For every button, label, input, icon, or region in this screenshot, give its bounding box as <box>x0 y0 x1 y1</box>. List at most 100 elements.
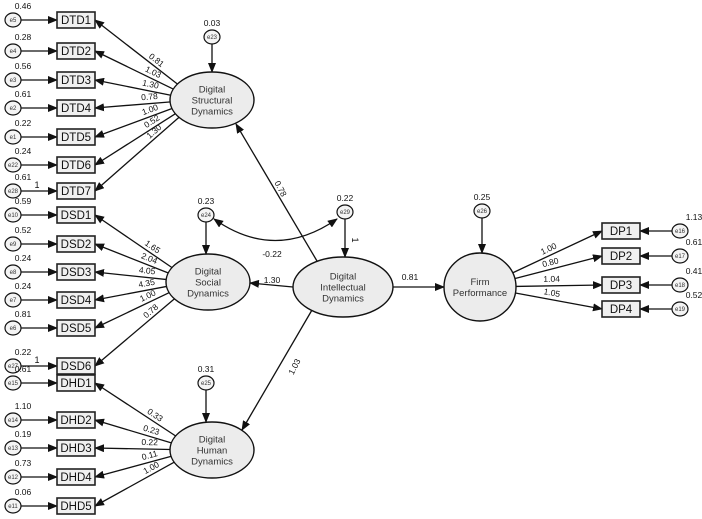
error-label: e23 <box>207 35 218 41</box>
indicator-box <box>56 99 96 117</box>
error-variance: 0.31 <box>198 364 215 374</box>
indicator-label: DHD3 <box>60 443 91 455</box>
error-circle <box>4 412 22 428</box>
error-circle <box>4 375 22 391</box>
indicator-box <box>601 276 641 294</box>
loading-arrow <box>94 19 179 86</box>
error-label: e25 <box>201 381 212 387</box>
fixed-parameter: 1 <box>34 355 39 365</box>
error-label: e1 <box>10 135 17 141</box>
error-label: e19 <box>675 307 686 313</box>
indicator-label: DSD1 <box>61 210 92 222</box>
error-label: e4 <box>10 49 17 55</box>
error-circle <box>4 320 22 336</box>
latent-label: Digital <box>330 272 356 283</box>
fixed-parameter: 1 <box>350 237 360 242</box>
error-circle <box>4 498 22 514</box>
error-circle <box>4 236 22 252</box>
indicator-label: DHD1 <box>60 378 91 390</box>
loading-arrow <box>94 382 177 437</box>
indicator-box <box>56 497 96 515</box>
latent-label: Performance <box>453 288 507 299</box>
error-circle <box>4 207 22 223</box>
indicator-label: DSD2 <box>61 239 92 251</box>
covariance-arc <box>213 218 338 242</box>
error-circle <box>4 157 22 173</box>
error-variance: 0.28 <box>15 32 32 42</box>
error-variance: 0.61 <box>686 237 702 247</box>
error-circle <box>4 43 22 59</box>
error-variance: 0.22 <box>337 193 354 203</box>
error-circle <box>671 277 689 293</box>
latent-dssd <box>165 253 251 311</box>
latent-label: Dynamics <box>187 289 229 300</box>
error-circle <box>671 301 689 317</box>
latent-label: Digital <box>195 267 221 278</box>
error-circle <box>203 29 221 45</box>
indicator-label: DTD5 <box>61 132 91 144</box>
loading-arrow <box>94 297 176 367</box>
loading-arrow <box>94 268 168 281</box>
loading-value: 0.23 <box>142 423 161 437</box>
latent-label: Dynamics <box>191 457 233 468</box>
error-circle <box>4 292 22 308</box>
indicator-box <box>56 291 96 309</box>
error-label: e7 <box>10 298 17 304</box>
loading-value: 1.30 <box>142 78 160 91</box>
error-circle <box>4 183 22 199</box>
indicator-box <box>56 439 96 457</box>
indicator-label: DSD5 <box>61 323 92 335</box>
path-coefficient: 1.30 <box>264 275 281 285</box>
latent-label: Social <box>195 278 221 289</box>
structural-path <box>241 309 313 431</box>
error-label: e28 <box>8 189 19 195</box>
loading-value: 1.05 <box>543 286 561 299</box>
loading-value: 1.00 <box>539 241 558 257</box>
indicator-box <box>56 128 96 146</box>
error-variance: 0.24 <box>15 253 32 263</box>
error-variance: 1.13 <box>686 212 702 222</box>
loading-arrow <box>515 281 603 290</box>
indicator-box <box>601 222 641 240</box>
error-circle <box>671 248 689 264</box>
error-variance: 0.25 <box>474 192 491 202</box>
error-label: e3 <box>10 78 17 84</box>
loading-arrow <box>94 112 177 166</box>
loading-arrow <box>94 77 172 97</box>
loading-value: 4.05 <box>138 265 156 277</box>
loading-value: 0.78 <box>141 91 159 102</box>
indicator-box <box>56 411 96 429</box>
indicator-label: DTD7 <box>61 186 91 198</box>
loading-value: 0.80 <box>541 255 560 269</box>
loading-value: 0.11 <box>141 448 159 462</box>
loading-arrow <box>94 101 171 112</box>
indicator-box <box>601 300 641 318</box>
error-variance: 0.73 <box>15 458 32 468</box>
indicator-label: DSD4 <box>61 295 92 307</box>
loading-arrow <box>94 291 171 329</box>
structural-path <box>235 123 318 262</box>
indicator-label: DTD2 <box>61 46 91 58</box>
error-circle <box>4 12 22 28</box>
loading-arrow <box>94 418 173 444</box>
latent-label: Intellectual <box>320 283 365 294</box>
indicator-box <box>56 71 96 89</box>
error-variance: 0.23 <box>198 196 215 206</box>
loading-value: 0.33 <box>145 406 165 424</box>
indicator-label: DTD1 <box>61 15 91 27</box>
loading-arrow <box>514 254 603 280</box>
indicator-box <box>56 11 96 29</box>
error-label: e24 <box>201 213 212 219</box>
error-label: e11 <box>8 504 18 510</box>
indicator-box <box>56 156 96 174</box>
error-variance: 0.41 <box>686 266 702 276</box>
error-circle <box>336 204 354 220</box>
error-variance: 0.24 <box>15 146 32 156</box>
error-variance: 0.22 <box>15 347 32 357</box>
error-label: e12 <box>8 475 19 481</box>
indicator-box <box>56 468 96 486</box>
error-variance: 0.61 <box>15 172 32 182</box>
error-variance: 1.10 <box>15 401 32 411</box>
error-circle <box>197 207 215 223</box>
